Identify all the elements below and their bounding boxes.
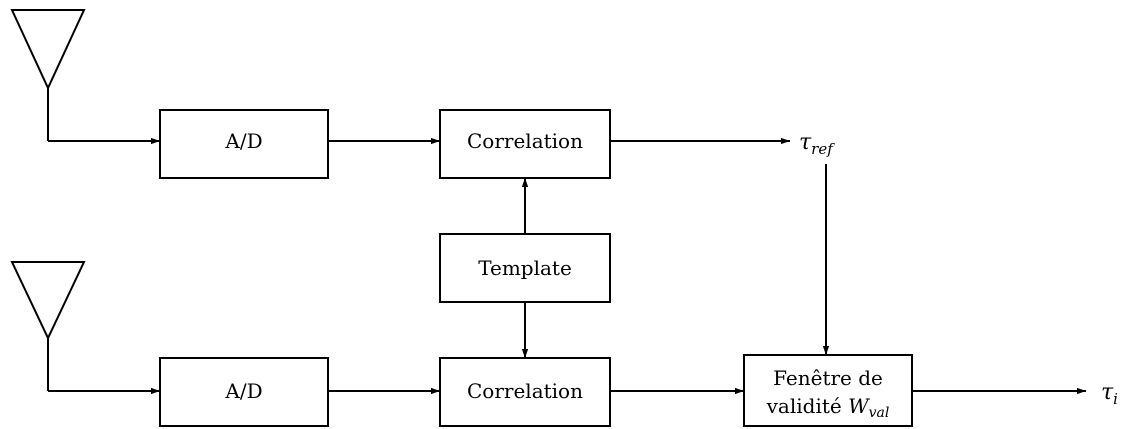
adc-top-label: A/D <box>224 129 262 153</box>
tau-i-label: τi <box>1101 380 1118 408</box>
tau-ref-label: τref <box>799 130 835 158</box>
correlation-bottom-label: Correlation <box>467 379 583 403</box>
validity-window-label-line2: validité Wval <box>766 394 890 421</box>
adc-top-block <box>159 109 329 179</box>
antenna-top-icon <box>10 9 86 91</box>
validity-window-label-line1: Fenêtre de <box>773 366 883 390</box>
antenna-bottom-icon <box>10 261 86 341</box>
correlation-top-label: Correlation <box>467 129 583 153</box>
adc-bottom-label: A/D <box>224 379 262 403</box>
template-label: Template <box>478 256 572 280</box>
